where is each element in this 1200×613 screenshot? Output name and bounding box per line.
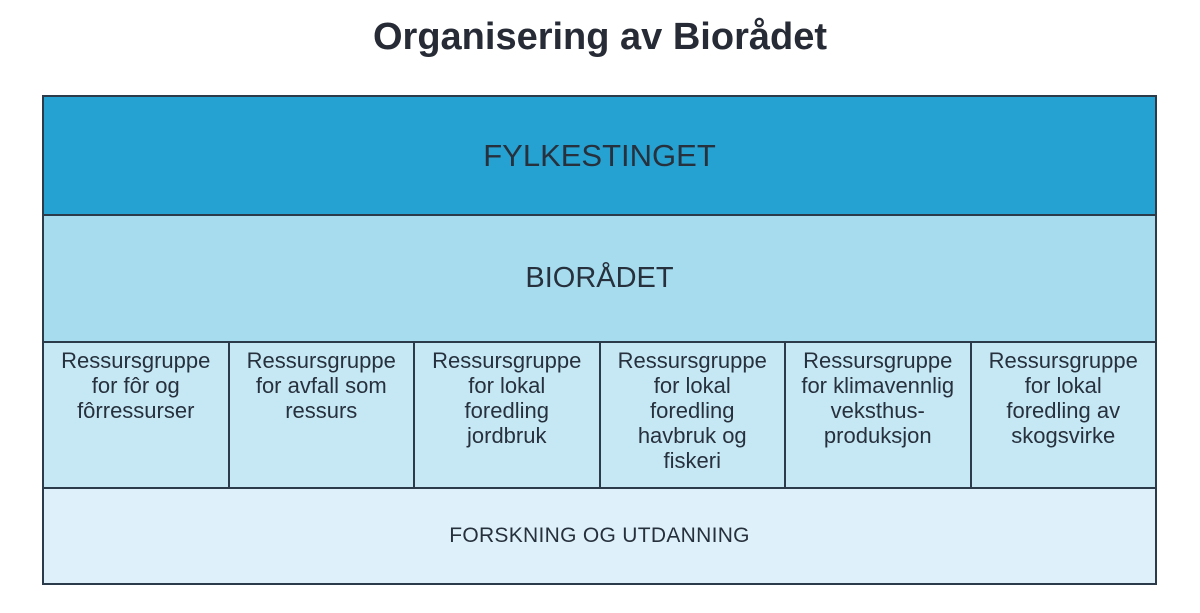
band-bioradet: BIORÅDET [44,216,1155,343]
resource-group-cell-for: Ressursgruppe for fôr og fôrressurser [44,343,230,487]
resource-groups-row: Ressursgruppe for fôr og fôrressurser Re… [44,343,1155,489]
resource-group-cell-veksthus: Ressursgruppe for klimavennlig veksthus-… [786,343,972,487]
resource-group-label: Ressursgruppe for avfall som ressurs [246,348,396,423]
page-title: Organisering av Biorådet [372,16,827,58]
band-bioradet-label: BIORÅDET [525,262,674,294]
resource-group-cell-havbruk: Ressursgruppe for lokal foredling havbru… [601,343,786,487]
band-forskning-utdanning-label: FORSKNING OG UTDANNING [449,524,750,547]
resource-group-label: Ressursgruppe for lokal foredling av sko… [988,348,1138,448]
resource-group-label: Ressursgruppe for klimavennlig veksthus-… [801,348,955,448]
resource-group-cell-jordbruk: Ressursgruppe for lokal foredling jordbr… [415,343,601,487]
band-forskning-utdanning: FORSKNING OG UTDANNING [44,489,1155,583]
band-fylkestinget-label: FYLKESTINGET [483,137,716,173]
resource-group-cell-avfall: Ressursgruppe for avfall som ressurs [230,343,415,487]
resource-group-label: Ressursgruppe for lokal foredling jordbr… [432,348,582,448]
org-chart: FYLKESTINGET BIORÅDET Ressursgruppe for … [42,95,1157,585]
resource-group-cell-skogsvirke: Ressursgruppe for lokal foredling av sko… [972,343,1156,487]
resource-group-label: Ressursgruppe for fôr og fôrressurser [61,348,211,423]
band-fylkestinget: FYLKESTINGET [44,97,1155,216]
resource-group-label: Ressursgruppe for lokal foredling havbru… [617,348,767,473]
